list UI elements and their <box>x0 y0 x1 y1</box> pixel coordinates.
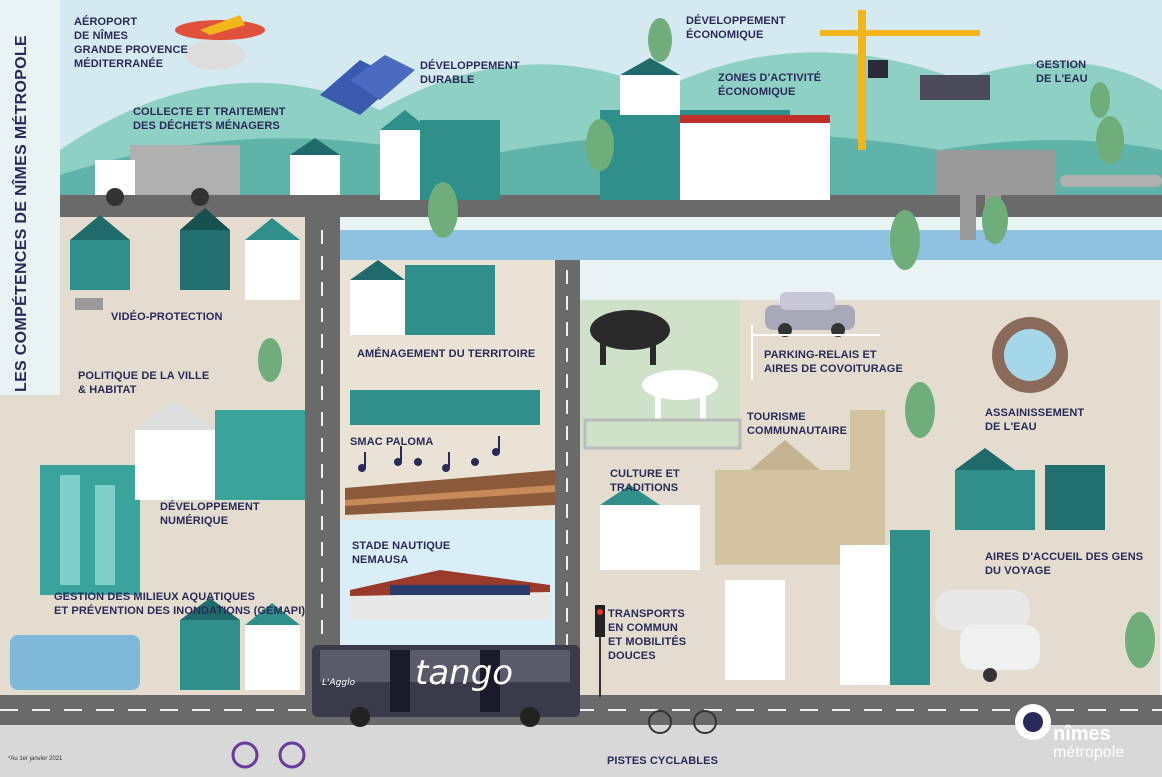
houses-west <box>70 208 305 690</box>
label-aires: AIRES D'ACCUEIL DES GENS DU VOYAGE <box>985 551 1144 577</box>
label-video: VIDÉO-PROTECTION <box>111 311 223 323</box>
horse-icon <box>642 370 718 420</box>
label-smac: SMAC PALOMA <box>350 436 434 448</box>
crane-icon <box>820 10 990 150</box>
logo-name: nîmes <box>1053 723 1111 745</box>
bus-icon <box>312 645 580 727</box>
label-numerique: DÉVELOPPEMENT NUMÉRIQUE <box>160 501 260 527</box>
bus-brand-text: tango <box>415 653 514 693</box>
label-dev-economique: DÉVELOPPEMENT ÉCONOMIQUE <box>686 15 786 41</box>
page-title: LES COMPÉTENCES DE NÎMES MÉTROPOLE <box>13 35 30 392</box>
label-politique: POLITIQUE DE LA VILLE & HABITAT <box>78 370 210 396</box>
bus-agglo-text: L'Agglo <box>322 678 356 688</box>
river <box>340 230 1162 260</box>
traffic-light-icon <box>595 605 605 697</box>
solar-panel-icon <box>320 55 415 115</box>
plane-icon <box>175 15 265 70</box>
label-parking: PARKING-RELAIS ET AIRES DE COVOITURAGE <box>764 349 903 375</box>
car-icon <box>765 292 855 337</box>
road-v1 <box>305 217 340 697</box>
label-culture: CULTURE ET TRADITIONS <box>610 468 680 494</box>
label-transports: TRANSPORTS EN COMMUN ET MOBILITÉS DOUCES <box>608 608 687 662</box>
logo-sub: métropole <box>1053 744 1125 761</box>
bicycle-icon <box>231 710 717 769</box>
label-eau: GESTION DE L'EAU <box>1036 59 1088 85</box>
music-note-icon <box>358 436 500 472</box>
road-top <box>60 195 1162 217</box>
label-dev-durable: DÉVELOPPEMENT DURABLE <box>420 60 520 86</box>
label-tourisme: TOURISME COMMUNAUTAIRE <box>747 411 848 437</box>
label-gemapi: GESTION DES MILIEUX AQUATIQUES ET PRÉVEN… <box>54 591 306 617</box>
label-dechets: COLLECTE ET TRAITEMENT DES DÉCHETS MÉNAG… <box>133 106 286 132</box>
label-assainissement: ASSAINISSEMENT DE L'EAU <box>985 407 1085 433</box>
lake <box>10 635 140 690</box>
label-stade: STADE NAUTIQUE NEMAUSA <box>352 540 451 566</box>
tree-icon <box>258 18 1155 668</box>
label-aeroport: AÉROPORT DE NÎMES GRANDE PROVENCE MÉDITE… <box>74 16 188 70</box>
church-icon <box>715 410 885 565</box>
caravan-icon <box>935 590 1040 682</box>
garbage-truck-icon <box>95 145 240 206</box>
camera-icon <box>75 298 103 310</box>
bull-icon <box>590 310 670 365</box>
label-zones: ZONES D'ACTIVITÉ ÉCONOMIQUE <box>718 72 822 98</box>
label-pistes: PISTES CYCLABLES <box>607 755 719 767</box>
logo-icon <box>1015 704 1051 740</box>
label-amenagement: AMÉNAGEMENT DU TERRITOIRE <box>357 348 536 360</box>
footnote: *Au 1er janvier 2021 <box>8 756 63 762</box>
bike-lane <box>0 725 1162 777</box>
